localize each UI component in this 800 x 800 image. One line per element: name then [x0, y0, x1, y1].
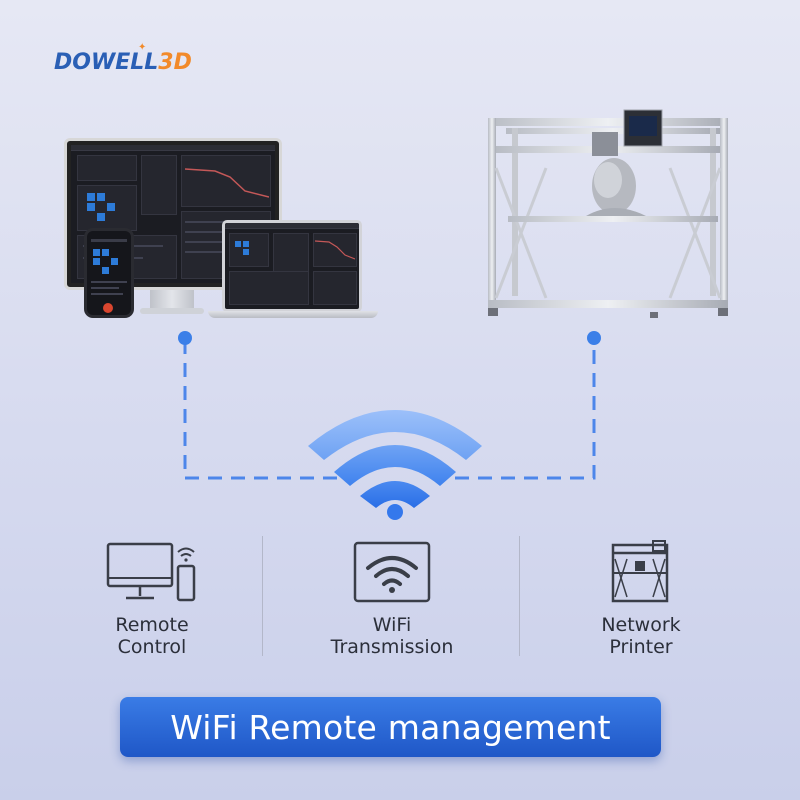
wifi-icon	[297, 536, 487, 608]
computer-phone-wifi-icon	[57, 536, 247, 608]
brand-logo: DOWELL3D ✦	[54, 42, 192, 75]
logo-spark-icon: ✦	[138, 42, 147, 53]
feature-wifi-transmission: WiFi Transmission	[297, 536, 487, 658]
headline-banner: WiFi Remote management	[120, 697, 661, 757]
monitor-stand	[150, 290, 194, 310]
large-format-3d-printer	[488, 109, 728, 318]
monitor-stand-base	[140, 308, 204, 314]
laptop-base	[208, 311, 378, 318]
feature-label: Network Printer	[601, 614, 681, 658]
feature-network-printer: Network Printer	[546, 536, 736, 658]
banner-text: WiFi Remote management	[170, 707, 611, 747]
logo-main-text: DOWELL	[54, 50, 159, 75]
smartphone	[84, 228, 134, 318]
feature-label: Remote Control	[115, 614, 189, 658]
wifi-signal-icon	[308, 410, 482, 520]
right-connector-dot	[587, 331, 601, 345]
logo-accent-text: 3D	[158, 50, 192, 75]
laptop-screen	[222, 220, 362, 312]
feature-divider	[262, 536, 263, 656]
feature-label: WiFi Transmission	[330, 614, 454, 658]
printer-icon	[546, 536, 736, 608]
feature-remote-control: Remote Control	[57, 536, 247, 658]
left-connector-dot	[178, 331, 192, 345]
feature-divider	[519, 536, 520, 656]
